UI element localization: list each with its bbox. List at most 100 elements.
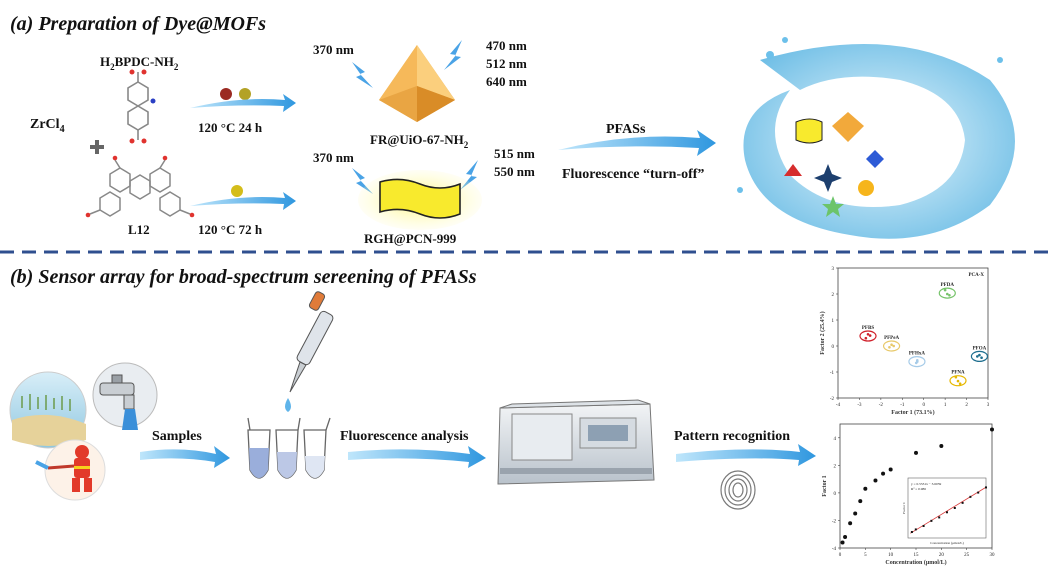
pca-x-axis-label: Factor 1 (73.1%) <box>891 409 934 416</box>
sparkle-star-icon <box>814 164 842 192</box>
inset-point <box>985 486 987 489</box>
pca-x-tick-label: -1 <box>900 403 905 408</box>
excitation-2-label: 370 nm <box>313 150 354 165</box>
emission-2-line-1: 515 nm <box>494 146 535 161</box>
emission-1-line-1: 470 nm <box>486 38 527 53</box>
metal-salt-label: ZrCl4 <box>30 117 65 135</box>
pca-y-axis-label: Factor 2 (25.4%) <box>819 311 826 354</box>
pca-x-tick-label: 3 <box>987 403 990 408</box>
condition-2-label: 120 °C 72 h <box>198 222 263 237</box>
pca-cluster-ellipse <box>859 330 877 342</box>
reagent-ball-red-icon <box>220 88 232 100</box>
cal-point <box>881 471 886 476</box>
mof-2-label: RGH@PCN-999 <box>364 231 457 246</box>
cal-x-tick-label: 15 <box>914 553 920 558</box>
cal-point <box>888 467 893 472</box>
cal-point <box>840 540 845 545</box>
pca-x-tick-label: 2 <box>965 403 968 408</box>
cal-y-tick-label: -4 <box>832 547 837 552</box>
water-swirl-illustration <box>737 37 1015 239</box>
section-a-title: (a) Preparation of Dye@MOFs <box>10 13 266 35</box>
pca-x-tick-label: 0 <box>922 403 925 408</box>
beach-scene-illustration <box>9 371 87 449</box>
inset-point <box>977 491 980 494</box>
fingerprint-icon <box>720 470 756 510</box>
cal-x-tick-label: 25 <box>964 553 970 558</box>
step-2-label: Fluorescence analysis <box>340 429 469 444</box>
pca-series-label: PFHxA <box>909 352 925 357</box>
pcn-999-sheet-icon <box>358 170 482 230</box>
pca-y-tick-label: -1 <box>830 371 835 376</box>
pca-series-label: PFDA <box>941 283 955 288</box>
pca-x-tick-label: 1 <box>944 403 947 408</box>
pca-point <box>890 343 893 347</box>
cal-point <box>939 444 944 449</box>
inset-point <box>961 501 964 504</box>
lightning-bolt-icon <box>460 160 478 190</box>
pca-point <box>978 353 981 357</box>
cal-x-tick-label: 10 <box>888 553 894 558</box>
step-3-arrow <box>676 444 816 466</box>
cal-y-tick-label: 0 <box>834 492 837 497</box>
octahedron-icon <box>832 112 864 142</box>
pca-x-tick-label: -3 <box>857 403 862 408</box>
pca-series-label: PFBS <box>862 326 874 331</box>
inset-y-axis-label: Factor 1 <box>902 502 906 514</box>
pca-point <box>975 355 979 358</box>
step-1-label: Samples <box>152 429 202 444</box>
test-tubes-icon <box>247 417 331 479</box>
pca-point <box>945 292 949 296</box>
emission-2-line-2: 550 nm <box>494 164 535 179</box>
cal-x-tick-label: 20 <box>939 553 945 558</box>
pca-point <box>892 344 896 348</box>
cal-x-tick-label: 30 <box>990 553 996 558</box>
inset-point <box>930 519 933 522</box>
pca-title: PCA-X <box>968 273 984 278</box>
pipette-icon <box>285 291 334 412</box>
pca-x-tick-label: -4 <box>836 403 841 408</box>
pca-point <box>866 333 870 336</box>
cal-point <box>863 486 868 491</box>
faucet-icon <box>92 362 158 430</box>
inset-point <box>914 528 917 531</box>
condition-1-label: 120 °C 24 h <box>198 120 263 135</box>
inset-r-squared: R² = 0.986 <box>911 487 926 491</box>
reaction-arrow-2 <box>190 192 296 210</box>
emission-1-line-2: 512 nm <box>486 56 527 71</box>
inset-point <box>969 495 972 498</box>
inset-fit-equation: y = 0.5531x − 3.6059 <box>911 482 941 486</box>
star-icon <box>822 196 844 217</box>
lightning-bolt-icon <box>444 40 462 70</box>
pca-point <box>914 361 918 365</box>
excitation-1-label: 370 nm <box>313 42 354 57</box>
cal-y-axis-label: Factor 1 <box>822 475 828 496</box>
inset-x-axis-label: Concentration (μmol/L) <box>930 541 964 545</box>
inset-point <box>946 511 948 514</box>
step-1-arrow <box>140 446 230 468</box>
pca-cluster-ellipse <box>908 356 926 368</box>
inset-point <box>953 507 956 509</box>
lightning-bolt-icon <box>352 168 373 194</box>
cal-point <box>848 521 853 526</box>
cal-point <box>873 478 878 483</box>
cal-x-tick-label: 0 <box>839 553 842 558</box>
circle-icon <box>858 180 874 196</box>
pca-point <box>956 379 960 383</box>
plus-icon <box>90 140 104 154</box>
cal-x-tick-label: 5 <box>864 553 867 558</box>
pfas-label: PFASs <box>606 122 646 137</box>
reagent-ball-yellow-icon <box>231 185 243 197</box>
pca-point <box>868 334 872 337</box>
cal-y-tick-label: 2 <box>834 464 837 469</box>
pca-cluster-ellipse <box>949 375 967 387</box>
pca-point <box>943 288 947 292</box>
pca-point <box>954 375 958 379</box>
pca-y-tick-label: -2 <box>830 397 835 402</box>
pca-y-tick-label: 3 <box>832 267 835 272</box>
ligand-1-label: H2BPDC-NH2 <box>100 54 179 72</box>
pca-y-tick-label: 0 <box>832 345 835 350</box>
pca-point <box>888 346 891 349</box>
